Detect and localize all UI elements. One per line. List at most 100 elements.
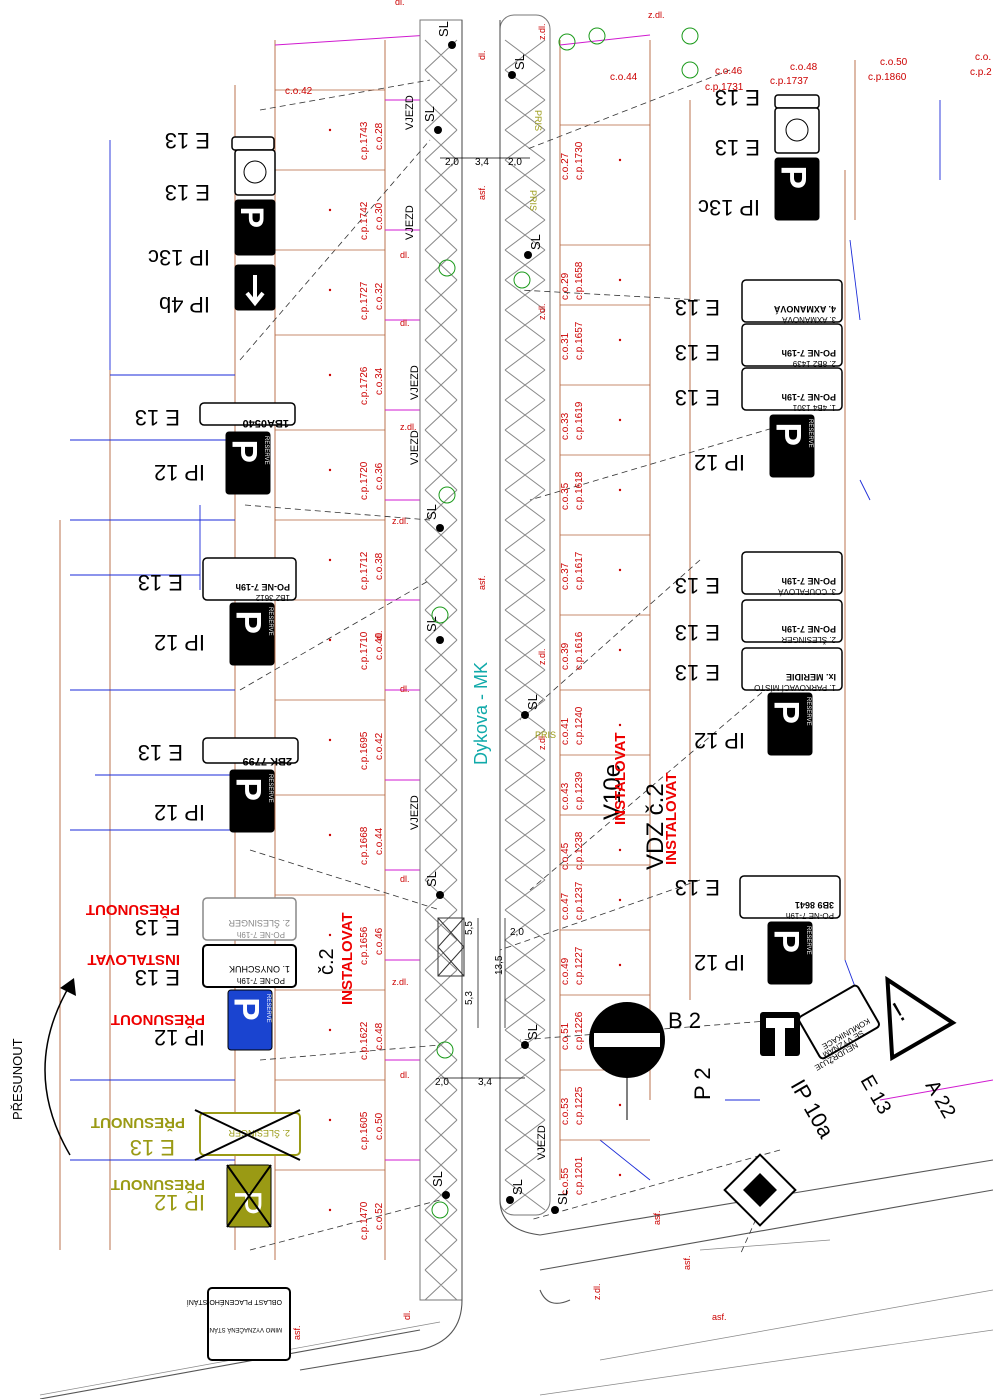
- ip10a-label: IP 10a: [786, 1075, 840, 1143]
- parcel-cp-left: c.p.1743: [359, 121, 370, 160]
- sl-dot: [521, 711, 529, 719]
- parcel-dot: [618, 488, 622, 492]
- asf-6: asf.: [292, 1325, 302, 1340]
- parcel-dot: [618, 418, 622, 422]
- parcel-cp-left: c.p.1695: [359, 731, 370, 770]
- parcel-co-left: c.o.42: [374, 732, 385, 760]
- pris-2: PRIS: [528, 190, 538, 211]
- zdl-3: z.dl.: [392, 516, 409, 526]
- clock-icon: [243, 160, 267, 184]
- plate-text: PO-NE 7-19h: [781, 348, 836, 358]
- plate-sign: [741, 647, 843, 691]
- ip12-olive: IP 12: [154, 1190, 205, 1215]
- sl-dot: [436, 524, 444, 532]
- dl-4: dl.: [400, 318, 410, 328]
- pris-3: PRIS: [535, 730, 556, 740]
- presunout-arrow: [44, 984, 71, 1156]
- parcel-cp-right: c.p.1617: [574, 551, 585, 590]
- presunout-4: PŘESUNOUT: [111, 1176, 205, 1194]
- ip13c-label: IP 13c: [698, 195, 760, 220]
- plate-subtext: PO-NE 7-19h: [786, 911, 834, 920]
- p-letter: P: [229, 777, 268, 800]
- p-letter: P: [225, 439, 264, 462]
- parcel-dot: [618, 1173, 622, 1177]
- sl-label: SL: [525, 1024, 540, 1040]
- plate-sign: [741, 323, 843, 367]
- plate-text: PO-NE 7-19h: [781, 392, 836, 402]
- parcel-cp-left: c.p.1656: [359, 926, 370, 965]
- parcel-cp-left: c.p.1720: [359, 461, 370, 500]
- dead-end-bar: [766, 1018, 794, 1028]
- dimensions: 2,0 3,4 2,0 5,5 5,3 13,5 2,0 2,0 3,4: [435, 157, 524, 1088]
- parcel-co-right: c.o.39: [560, 642, 571, 670]
- sl-label: SL: [528, 234, 543, 250]
- plate-sign: [741, 599, 843, 643]
- plate-sign: [741, 367, 843, 411]
- plate-sign: [199, 402, 296, 426]
- parcel-co-right: c.o.55: [560, 1167, 571, 1195]
- asf-2: asf.: [477, 575, 487, 590]
- dimension-lines: [440, 157, 530, 1079]
- road-edges: [39, 20, 993, 1399]
- vjezd-3: VJEZD: [409, 365, 421, 400]
- parcel-co-right: c.o.43: [560, 782, 571, 810]
- top-co42: c.o.42: [285, 86, 313, 97]
- parcel-cp-right: c.p.1657: [574, 321, 585, 360]
- zdl-8: z.dl.: [537, 23, 547, 40]
- tree: [588, 27, 606, 45]
- parcel-cp-left: c.p.1710: [359, 631, 370, 670]
- no-entry-bar: [594, 1033, 660, 1047]
- top-cp1731: c.p.1731: [705, 82, 744, 93]
- dim-53: 5,3: [464, 991, 475, 1005]
- sl-dot: [436, 636, 444, 644]
- parcel-dot: [328, 1028, 332, 1032]
- parcel-dot: [618, 788, 622, 792]
- p-letter: P: [229, 610, 268, 633]
- top-co50: c.o.50: [880, 57, 908, 68]
- parcel-co-right: c.o.41: [560, 717, 571, 745]
- top-co48: c.o.48: [790, 62, 818, 73]
- e13-label: E 13: [715, 135, 760, 160]
- tree: [431, 606, 449, 624]
- a22-label: A 22: [921, 1077, 960, 1123]
- plate-sign: [741, 279, 843, 323]
- parcel-cp-right: c.p.1618: [574, 471, 585, 510]
- sl-label: SL: [422, 106, 437, 122]
- p-letter: P: [234, 207, 270, 228]
- e13-label: E 13: [135, 965, 180, 990]
- top-co2: c.o.: [975, 52, 991, 63]
- vdz-c2: VDZ č.2: [642, 783, 669, 870]
- plate-subtext: 1. 4B4 1301: [792, 403, 836, 412]
- vjezd-2: VJEZD: [404, 205, 416, 240]
- asf-4: asf.: [712, 1312, 727, 1322]
- asf-5: asf.: [652, 1210, 662, 1225]
- top-parcel-labels: c.o.42 c.o.44 c.o.46 c.p.1731 c.o.48 c.p…: [285, 52, 992, 97]
- p-letter: P: [767, 929, 806, 952]
- parcel-co-right: c.o.49: [560, 957, 571, 985]
- top-cp1737: c.p.1737: [770, 76, 809, 87]
- e13-label: E 13: [715, 85, 760, 110]
- sl-label: SL: [525, 694, 540, 710]
- reserve-label: RESERVE: [263, 436, 269, 465]
- dl-2: dl.: [477, 50, 487, 60]
- sl-dot: [551, 1206, 559, 1214]
- parcel-co-left: c.o.48: [374, 1022, 385, 1050]
- parcel-co-left: c.o.28: [374, 122, 385, 150]
- plate-sign: [202, 737, 299, 764]
- tree: [438, 259, 456, 277]
- plate-subtext: 1. PARKOVACÍ MÍSTO: [754, 683, 836, 692]
- plate-text: Ix. MERIDIE: [786, 672, 836, 682]
- parcel-co-left: c.o.34: [374, 367, 385, 395]
- vjezd-1: VJEZD: [404, 95, 416, 130]
- sl-dot: [448, 41, 456, 49]
- time-text: PO-NE 7-19h: [237, 930, 285, 939]
- sl-dot: [442, 1191, 450, 1199]
- instalovat-1: INSTALOVAT: [88, 951, 181, 968]
- parcel-co-left: c.o.32: [374, 282, 385, 310]
- parcel-cp-left: c.p.1470: [359, 1201, 370, 1240]
- sl-dot: [506, 1196, 514, 1204]
- parcel-dot: [328, 558, 332, 562]
- sl-label: SL: [424, 504, 439, 520]
- parcel-co-right: c.o.31: [560, 332, 571, 360]
- dim-20-d: 2,0: [435, 1077, 449, 1088]
